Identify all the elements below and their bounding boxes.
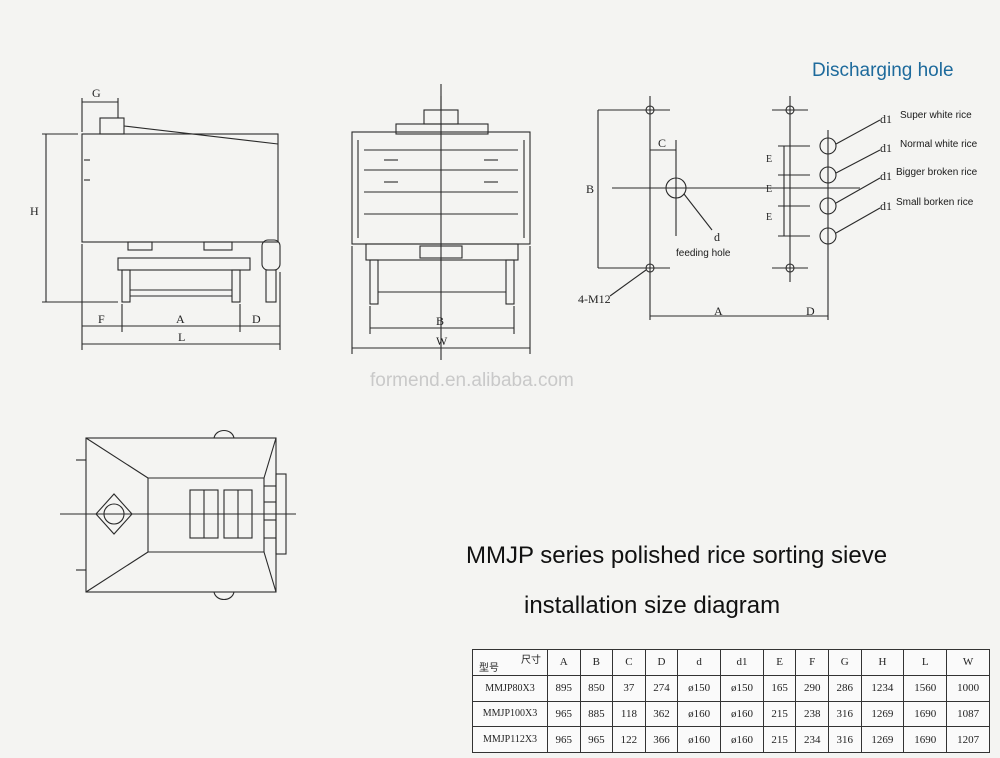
- table-cell: 965: [547, 700, 581, 728]
- header-cell: D: [644, 649, 679, 676]
- table-cell: ø160: [720, 726, 764, 753]
- dim-f: F: [98, 312, 105, 326]
- diagram-subtitle: installation size diagram: [524, 592, 781, 619]
- table-cell: 1087: [946, 700, 990, 728]
- dim-b-holes: B: [586, 182, 595, 196]
- table-cell: ø160: [720, 700, 764, 728]
- table-cell: 362: [644, 700, 679, 728]
- table-cell: 1234: [860, 674, 905, 702]
- top-view: [60, 429, 296, 601]
- table-cell: ø150: [677, 674, 722, 702]
- table-cell: 1269: [860, 726, 905, 753]
- discharging-hole-title: Discharging hole: [812, 60, 954, 81]
- watermark: formend.en.alibaba.com: [370, 370, 574, 391]
- table-cell: 165: [762, 674, 797, 702]
- dim-l: L: [178, 330, 186, 344]
- table-cell: 118: [612, 700, 646, 728]
- table-cell: 850: [579, 674, 614, 702]
- table-cell: 215: [762, 700, 797, 728]
- table-cell: 1690: [903, 700, 948, 728]
- table-row: MMJP100X3 965 885 118 362 ø160 ø160 215 …: [472, 700, 990, 728]
- dim-e-1: E: [766, 154, 773, 165]
- corner-model-label: 型号: [479, 662, 499, 674]
- side-view: [351, 84, 531, 360]
- table-cell: 234: [795, 726, 829, 753]
- table-cell: 122: [612, 726, 646, 753]
- dim-e-3: E: [766, 212, 773, 223]
- table-cell: 1560: [903, 674, 948, 702]
- table-cell: 274: [644, 674, 679, 702]
- dim-a-front: A: [176, 312, 185, 326]
- table-cell: 316: [827, 726, 862, 753]
- table-cell: 895: [547, 674, 581, 702]
- table-cell: 286: [827, 674, 862, 702]
- dim-d-holes: D: [806, 304, 815, 318]
- header-cell: E: [762, 649, 797, 676]
- table-cell: 316: [827, 700, 862, 728]
- dim-h: H: [30, 204, 39, 218]
- dim-d1-3: d1: [880, 169, 892, 183]
- table-cell: 215: [762, 726, 797, 753]
- table-cell: ø160: [677, 700, 722, 728]
- table-cell: 1000: [946, 674, 990, 702]
- table-cell: 885: [579, 700, 614, 728]
- table-corner-cell: 尺寸 型号: [472, 649, 548, 676]
- dim-4-m12: 4-M12: [578, 292, 611, 306]
- table-cell: 366: [644, 726, 679, 753]
- dim-g: G: [92, 86, 101, 100]
- table-cell: 1269: [860, 700, 905, 728]
- diagram-title: MMJP series polished rice sorting sieve: [466, 542, 888, 569]
- model-cell: MMJP80X3: [472, 674, 548, 702]
- header-cell: F: [795, 649, 829, 676]
- size-table: 尺寸 型号 A B C D d d1 E F G H L W MMJP80X3 …: [472, 649, 990, 753]
- header-cell: G: [827, 649, 862, 676]
- table-cell: 37: [612, 674, 646, 702]
- dim-d-front: D: [252, 312, 261, 326]
- hole-layout-view: [597, 96, 881, 320]
- label-super-white-rice: Super white rice: [900, 110, 972, 121]
- model-cell: MMJP100X3: [472, 700, 548, 728]
- dim-d1-4: d1: [880, 199, 892, 213]
- table-cell: 965: [579, 726, 614, 753]
- header-cell: B: [579, 649, 614, 676]
- label-small-broken-rice: Small borken rice: [896, 197, 974, 208]
- dim-d1-1: d1: [880, 112, 892, 126]
- dim-w: W: [436, 334, 448, 348]
- table-cell: ø160: [677, 726, 722, 753]
- header-cell: A: [547, 649, 581, 676]
- label-feeding-hole: feeding hole: [676, 248, 731, 259]
- front-view: [42, 98, 281, 350]
- table-cell: 1207: [946, 726, 990, 753]
- dim-d-small: d: [714, 230, 720, 244]
- header-cell: W: [946, 649, 990, 676]
- dim-a-holes: A: [714, 304, 723, 318]
- table-cell: 290: [795, 674, 829, 702]
- header-cell: d: [677, 649, 722, 676]
- header-cell: d1: [720, 649, 764, 676]
- corner-size-label: 尺寸: [521, 655, 541, 666]
- table-row: MMJP112X3 965 965 122 366 ø160 ø160 215 …: [472, 726, 990, 753]
- table-cell: 1690: [903, 726, 948, 753]
- label-bigger-broken-rice: Bigger broken rice: [896, 167, 978, 178]
- table-cell: 965: [547, 726, 581, 753]
- header-cell: H: [860, 649, 905, 676]
- dim-b-side: B: [436, 314, 445, 328]
- dim-e-2: E: [766, 184, 773, 195]
- dim-c: C: [658, 136, 667, 150]
- header-cell: C: [612, 649, 646, 676]
- table-cell: 238: [795, 700, 829, 728]
- dim-d1-2: d1: [880, 141, 892, 155]
- table-row: MMJP80X3 895 850 37 274 ø150 ø150 165 29…: [472, 674, 990, 702]
- label-normal-white-rice: Normal white rice: [900, 139, 978, 150]
- table-header-row: 尺寸 型号 A B C D d d1 E F G H L W: [472, 649, 990, 676]
- table-cell: ø150: [720, 674, 764, 702]
- model-cell: MMJP112X3: [472, 726, 548, 753]
- header-cell: L: [903, 649, 948, 676]
